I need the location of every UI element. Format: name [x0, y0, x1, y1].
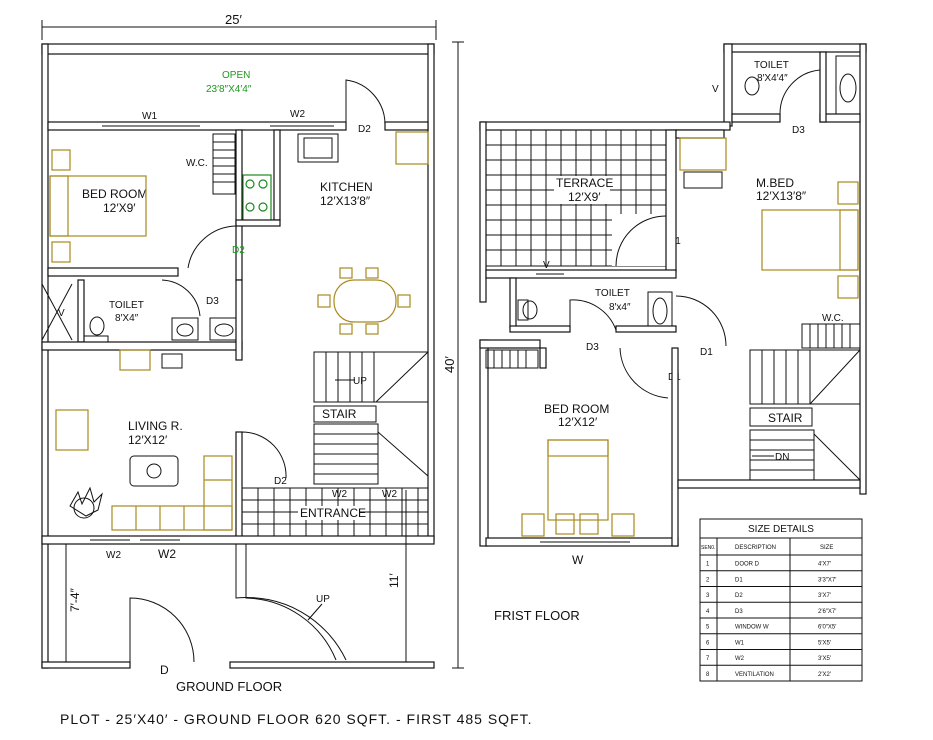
bedroom-size: 12′X9′	[103, 201, 136, 215]
table-title: SIZE DETAILS	[748, 524, 814, 535]
table-cell-sno: 2	[706, 577, 710, 583]
window-w2-label: W2	[290, 109, 305, 120]
open-size: 23′8″X4′4″	[206, 84, 252, 95]
front-w2-2: W2	[158, 547, 176, 561]
ground-stair	[313, 351, 429, 485]
entrance-w2-2: W2	[382, 489, 397, 500]
first-floor-plan: V TOILET 8′X4′4″ D3	[479, 43, 867, 623]
kitchen-size: 12′X13′8″	[320, 194, 371, 208]
table-cell-sno: 6	[706, 640, 710, 646]
table-cell-sno: 7	[706, 656, 710, 662]
ground-floor-plan: 25′ 40′ OPEN 23′8″X4′4″ W1 W2 D2 W.C.	[41, 12, 464, 694]
ff-ventilation-v: V	[712, 84, 719, 95]
ff-dn-label: DN	[775, 452, 789, 463]
ff-wc-label: W.C.	[822, 313, 844, 324]
ff-stair-label: STAIR	[768, 411, 803, 425]
table-cell-size: 2′6″X7′	[818, 609, 837, 615]
table-cell-sno: 4	[706, 609, 710, 615]
table-cell-size: 3′X5′	[818, 656, 832, 662]
table-header-size: SIZE	[820, 545, 833, 551]
dim-width: 25′	[225, 12, 242, 27]
terrace-label: TERRACE	[556, 176, 613, 190]
table-cell-description: VENTILATION	[735, 672, 774, 678]
ff-bedroom-size: 12′X12′	[558, 415, 598, 429]
dim-front-left: 7′-4″	[68, 587, 82, 612]
ff-door-d3-top: D3	[792, 125, 805, 136]
table-cell-description: W1	[735, 640, 745, 646]
table-cell-sno: 5	[706, 625, 710, 631]
ff-window-w: W	[572, 553, 584, 567]
table-cell-sno: 8	[706, 672, 710, 678]
door-d2-green: D2	[232, 245, 245, 256]
door-d2-entrance: D2	[274, 476, 287, 487]
dim-depth: 40′	[442, 356, 457, 373]
entrance-label: ENTRANCE	[300, 506, 366, 520]
table-cell-sno: 1	[706, 562, 710, 568]
table-cell-size: 6′0″X5′	[818, 625, 837, 631]
table-cell-description: W2	[735, 656, 745, 662]
ff-bed	[521, 439, 635, 537]
terrace-size: 12′X9′	[568, 190, 601, 204]
ff-toilet-top-label: TOILET	[754, 60, 789, 71]
table-cell-size: 4′X7′	[818, 562, 832, 568]
ff-ventilation-v2: V	[543, 260, 550, 271]
door-d: D	[160, 663, 169, 677]
wc-label: W.C.	[186, 158, 208, 169]
door-d3: D3	[206, 296, 219, 307]
front-w2-1: W2	[106, 550, 121, 561]
footer-plot-summary: PLOT - 25′X40′ - GROUND FLOOR 620 SQFT. …	[60, 711, 533, 727]
sofa	[111, 455, 233, 531]
table-cell-description: DOOR D	[735, 562, 760, 568]
ff-bedroom-label: BED ROOM	[544, 402, 609, 416]
ff-wc-grid	[801, 323, 861, 349]
table-cell-size: 3′3″X7′	[818, 577, 837, 583]
ff-toilet-top-size: 8′X4′4″	[757, 73, 788, 84]
ff-bedroom-grid	[485, 349, 539, 369]
bedroom-label: BED ROOM	[82, 187, 147, 201]
table-cell-description: D3	[735, 609, 743, 615]
ff-toilet-label: TOILET	[595, 288, 630, 299]
table-cell-description: D2	[735, 593, 743, 599]
mbed-bed	[761, 181, 859, 299]
table-cell-sno: 3	[706, 593, 710, 599]
plant	[69, 486, 103, 519]
table-cell-description: WINDOW W	[735, 625, 769, 631]
table-header-description: DESCRIPTION	[735, 545, 776, 551]
stair-label: STAIR	[322, 407, 357, 421]
up-ramp-label: UP	[316, 594, 330, 605]
door-d2-kitchen: D2	[358, 124, 371, 135]
table-cell-description: D1	[735, 577, 743, 583]
ventilation-v: V	[58, 308, 65, 319]
ground-floor-caption: GROUND FLOOR	[176, 679, 282, 694]
up-label: UP	[353, 376, 367, 387]
size-details-table: 1 DOOR D 4′X7′ 2 D1 3′3″X7′ 3 D2 3′X7′ 4 D3 2′6″X7′…	[699, 518, 863, 682]
kitchen-label: KITCHEN	[320, 180, 373, 194]
bed	[49, 149, 147, 263]
table-cell-size: 2′X2′	[818, 672, 832, 678]
living-label: LIVING R.	[128, 419, 183, 433]
window-w1-label: W1	[142, 111, 157, 122]
living-size: 12′X12′	[128, 433, 168, 447]
table-header-sno: SEN0.	[701, 545, 715, 551]
wc-grid	[212, 133, 236, 195]
toilet-size: 8′X4″	[115, 313, 139, 324]
table-cell-size: 5′X5′	[818, 640, 832, 646]
ff-toilet-size: 8′x4″	[609, 302, 631, 313]
mbed-label: M.BED	[756, 176, 794, 190]
open-label: OPEN	[222, 70, 250, 81]
dining-table	[317, 267, 411, 335]
table-cell-size: 3′X7′	[818, 593, 832, 599]
toilet-label: TOILET	[109, 300, 144, 311]
ff-stair	[677, 349, 861, 489]
first-floor-caption: FRIST FLOOR	[494, 608, 580, 623]
ff-door-d3: D3	[586, 342, 599, 353]
entrance-w2-1: W2	[332, 489, 347, 500]
mbed-size: 12′X13′8″	[756, 189, 807, 203]
ff-door-d1-b: D1	[700, 347, 713, 358]
dim-front-right: 11′	[387, 573, 401, 588]
